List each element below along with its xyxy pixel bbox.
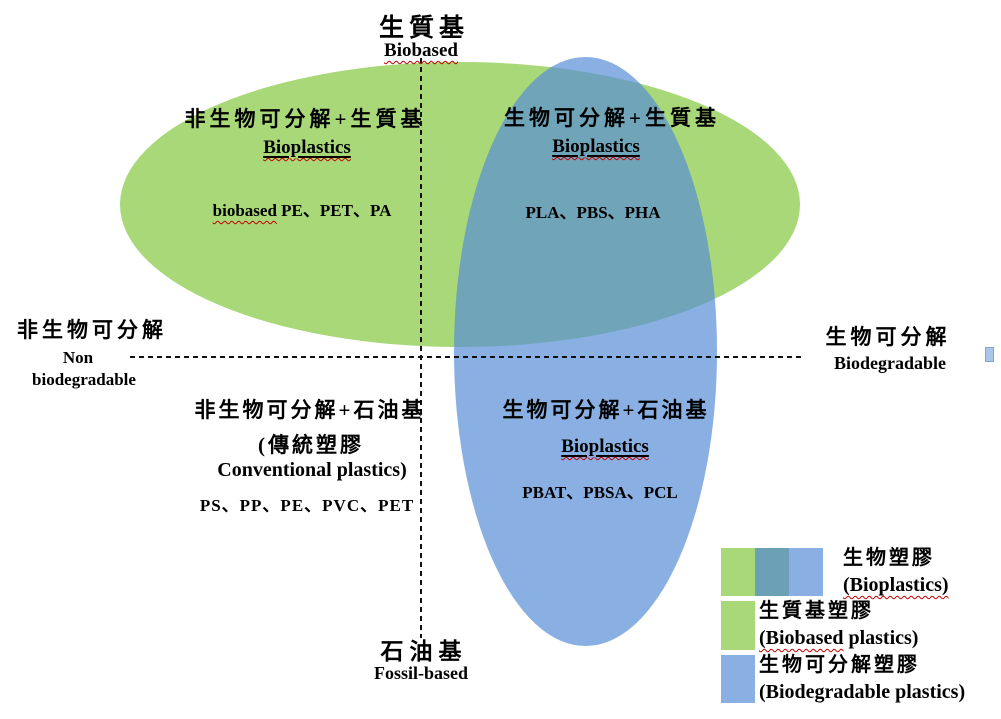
legend-swatch-blue-part — [789, 548, 823, 596]
vertical-axis-dashed-line — [420, 58, 422, 638]
quadrant-topright-subtitle: Bioplastics — [552, 136, 640, 157]
biodegradable-plastics-ellipse — [454, 57, 717, 646]
legend-swatch-teal-part — [755, 548, 789, 596]
axis-left-label-zh: 非生物可分解 — [17, 318, 167, 342]
legend-label-biodegradable: 生物可分解塑膠 (Biodegradable plastics) — [759, 654, 966, 703]
quadrant-bottomleft-title: 非生物可分解+石油基 — [194, 398, 426, 422]
quadrant-bottomright-title: 生物可分解+石油基 — [502, 398, 710, 422]
stray-blue-mark — [985, 347, 994, 362]
axis-bottom-label-zh: 石油基 — [380, 639, 468, 664]
quadrant-topright-title: 生物可分解+生質基 — [504, 106, 720, 130]
quadrant-bottomleft-examples: PS、PP、PE、PVC、PET — [199, 496, 415, 515]
legend-swatch-biodegradable — [721, 655, 755, 703]
quadrant-bottomright-subtitle: Bioplastics — [561, 436, 649, 457]
quadrant-bottomright-examples: PBAT、PBSA、PCL — [522, 483, 678, 502]
axis-top-label-en: Biobased — [384, 40, 458, 61]
horizontal-axis-dashed-line — [130, 356, 802, 358]
legend-swatch-green-part — [721, 548, 755, 596]
axis-bottom-label-en: Fossil-based — [373, 663, 469, 683]
legend-swatch-biobased — [721, 601, 755, 650]
quadrant-topleft-subtitle: Bioplastics — [263, 137, 351, 158]
axis-left-label-en-line2: biodegradable — [32, 370, 136, 389]
quadrant-topleft-title: 非生物可分解+生質基 — [184, 107, 426, 131]
legend-swatch-bioplastics — [721, 548, 823, 596]
axis-top-label-zh: 生質基 — [378, 15, 470, 42]
quadrant-bottomleft-paren-en: Conventional plastics) — [217, 459, 407, 481]
quadrant-bottomleft-paren-zh: (傳統塑膠 — [258, 433, 364, 457]
legend-label-biobased: 生質基塑膠 (Biobased plastics) — [759, 600, 919, 649]
axis-right-label-en: Biodegradable — [833, 353, 947, 373]
axis-right-label-zh: 生物可分解 — [825, 325, 951, 349]
quadrant-topleft-examples: biobased PE、PET、PA — [212, 201, 392, 220]
axis-left-label-en-line1: Non — [62, 348, 94, 367]
legend-label-bioplastics: 生物塑膠 (Bioplastics) — [843, 547, 949, 596]
quadrant-topright-examples: PLA、PBS、PHA — [525, 203, 661, 222]
